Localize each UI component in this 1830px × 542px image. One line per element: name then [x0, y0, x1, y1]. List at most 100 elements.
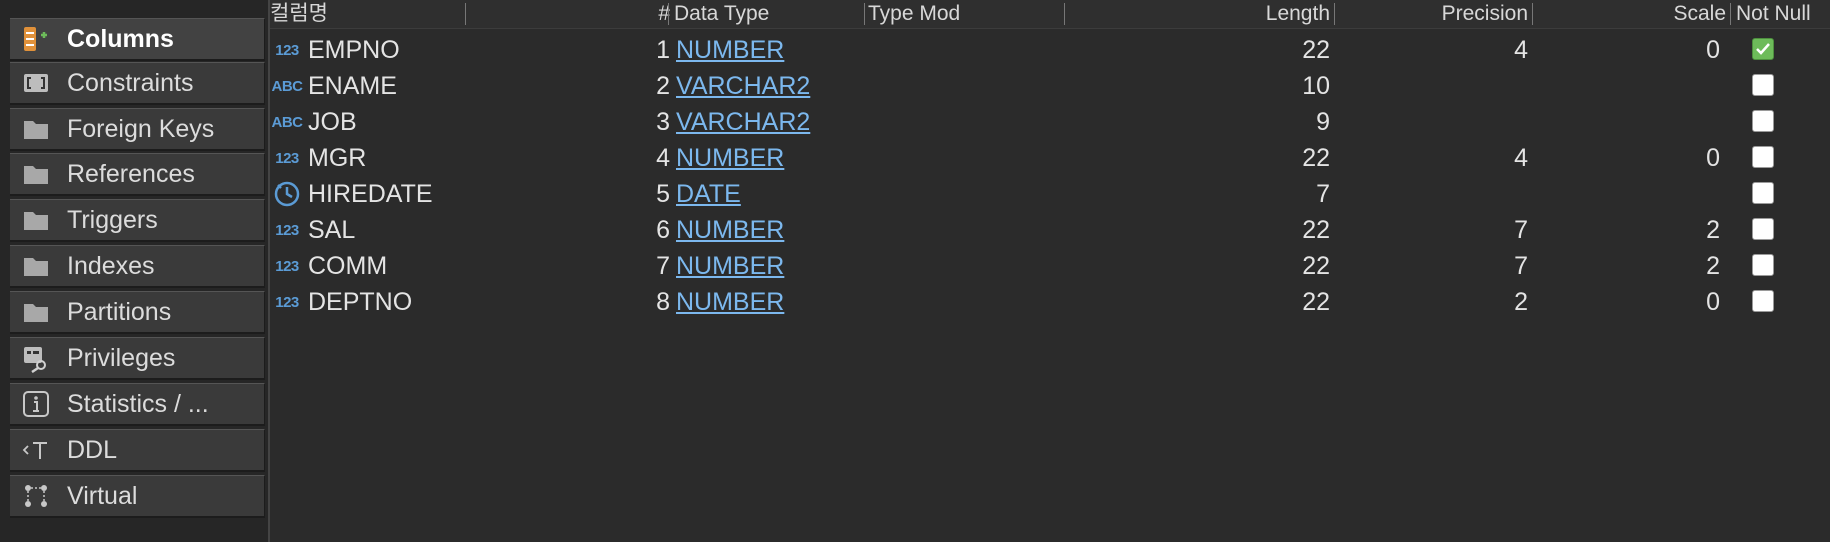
- sidebar-item-label: Statistics / ...: [67, 389, 209, 418]
- virtual-icon: [20, 480, 52, 512]
- data-type-link[interactable]: NUMBER: [676, 252, 785, 280]
- column-name-cell[interactable]: EMPNO: [308, 36, 400, 64]
- folder-icon: [20, 204, 52, 236]
- sidebar-item-indexes[interactable]: Indexes: [10, 245, 265, 288]
- scale-cell[interactable]: 2: [1706, 252, 1720, 280]
- precision-cell[interactable]: [1430, 104, 1528, 140]
- sidebar-item-ddl[interactable]: DDL: [10, 429, 265, 472]
- scale-cell[interactable]: 0: [1706, 36, 1720, 64]
- not-null-checkbox[interactable]: [1752, 182, 1774, 204]
- column-divider[interactable]: [1334, 3, 1335, 25]
- not-null-checkbox[interactable]: [1752, 218, 1774, 240]
- header-not-null[interactable]: Not Null: [1736, 2, 1811, 25]
- length-cell[interactable]: 7: [1316, 180, 1330, 208]
- data-type-link[interactable]: VARCHAR2: [676, 72, 811, 100]
- column-divider[interactable]: [1064, 3, 1065, 25]
- length-cell[interactable]: 22: [1302, 288, 1330, 316]
- column-name-cell[interactable]: MGR: [308, 144, 367, 172]
- column-divider[interactable]: [864, 3, 865, 25]
- header-type-mod[interactable]: Type Mod: [868, 2, 961, 25]
- position-cell: 3: [656, 108, 670, 136]
- column-divider[interactable]: [465, 3, 466, 25]
- header-column-name[interactable]: 컬럼명: [270, 2, 328, 25]
- grid-header: 컬럼명 # Data Type Type Mod Length Precisio…: [270, 0, 1830, 29]
- column-name-cell[interactable]: JOB: [308, 108, 357, 136]
- data-type-link[interactable]: DATE: [676, 180, 741, 208]
- column-name-cell[interactable]: HIREDATE: [308, 180, 433, 208]
- position-cell: 7: [656, 252, 670, 280]
- table-row[interactable]: ABC ENAME 2 VARCHAR2 10: [270, 68, 1830, 104]
- precision-cell[interactable]: 2: [1514, 288, 1528, 316]
- precision-cell[interactable]: 7: [1514, 252, 1528, 280]
- string-type-icon: ABC: [271, 77, 304, 95]
- length-cell[interactable]: 10: [1302, 72, 1330, 100]
- number-type-icon: 123: [275, 221, 299, 239]
- number-type-icon: 123: [275, 257, 299, 275]
- not-null-checkbox[interactable]: [1752, 146, 1774, 168]
- header-data-type[interactable]: Data Type: [674, 2, 770, 25]
- table-row[interactable]: HIREDATE 5 DATE 7: [270, 176, 1830, 212]
- header-scale[interactable]: Scale: [1673, 2, 1726, 25]
- not-null-checkbox[interactable]: [1752, 74, 1774, 96]
- sidebar-item-privileges[interactable]: Privileges: [10, 337, 265, 380]
- table-row[interactable]: 123 COMM 7 NUMBER 22 7 2: [270, 248, 1830, 284]
- column-name-cell[interactable]: DEPTNO: [308, 288, 413, 316]
- column-name-cell[interactable]: COMM: [308, 252, 388, 280]
- not-null-checkbox[interactable]: [1752, 38, 1774, 60]
- column-name-cell[interactable]: ENAME: [308, 72, 397, 100]
- length-cell[interactable]: 22: [1302, 252, 1330, 280]
- scale-cell[interactable]: 0: [1706, 288, 1720, 316]
- column-divider[interactable]: [1730, 3, 1731, 25]
- data-type-link[interactable]: VARCHAR2: [676, 108, 811, 136]
- position-cell: 2: [656, 72, 670, 100]
- length-cell[interactable]: 22: [1302, 216, 1330, 244]
- sidebar-item-columns[interactable]: Columns: [10, 18, 265, 61]
- header-length[interactable]: Length: [1265, 2, 1330, 25]
- length-cell[interactable]: 9: [1316, 108, 1330, 136]
- sidebar-item-references[interactable]: References: [10, 153, 265, 196]
- precision-cell[interactable]: 4: [1514, 144, 1528, 172]
- table-row[interactable]: 123 DEPTNO 8 NUMBER 22 2 0: [270, 284, 1830, 320]
- table-row[interactable]: 123 SAL 6 NUMBER 22 7 2: [270, 212, 1830, 248]
- column-name-cell[interactable]: SAL: [308, 216, 356, 244]
- table-row[interactable]: 123 EMPNO 1 NUMBER 22 4 0: [270, 32, 1830, 68]
- checkmark-icon: [1756, 43, 1770, 55]
- sidebar-item-label: Indexes: [67, 251, 155, 280]
- header-precision[interactable]: Precision: [1441, 2, 1528, 25]
- column-divider[interactable]: [668, 3, 669, 25]
- precision-cell[interactable]: 7: [1514, 216, 1528, 244]
- info-icon: [20, 388, 52, 420]
- scale-cell[interactable]: [1630, 104, 1720, 140]
- not-null-checkbox[interactable]: [1752, 290, 1774, 312]
- position-cell: 4: [656, 144, 670, 172]
- sidebar-item-constraints[interactable]: Constraints: [10, 62, 265, 105]
- number-type-icon: 123: [275, 41, 299, 59]
- data-type-link[interactable]: NUMBER: [676, 288, 785, 316]
- length-cell[interactable]: 22: [1302, 144, 1330, 172]
- precision-cell[interactable]: [1430, 68, 1528, 104]
- sidebar-item-statistics[interactable]: Statistics / ...: [10, 383, 265, 426]
- sidebar-item-triggers[interactable]: Triggers: [10, 199, 265, 242]
- data-type-link[interactable]: NUMBER: [676, 36, 785, 64]
- sidebar-item-foreign-keys[interactable]: Foreign Keys: [10, 108, 265, 151]
- sidebar-item-label: References: [67, 159, 195, 188]
- sidebar-item-virtual[interactable]: Virtual: [10, 475, 265, 518]
- not-null-checkbox[interactable]: [1752, 110, 1774, 132]
- header-position[interactable]: #: [658, 2, 670, 25]
- sidebar-item-label: Foreign Keys: [67, 114, 215, 143]
- scale-cell[interactable]: [1630, 68, 1720, 104]
- not-null-checkbox[interactable]: [1752, 254, 1774, 276]
- sidebar-item-partitions[interactable]: Partitions: [10, 291, 265, 334]
- length-cell[interactable]: 22: [1302, 36, 1330, 64]
- data-type-link[interactable]: NUMBER: [676, 216, 785, 244]
- scale-cell[interactable]: 0: [1706, 144, 1720, 172]
- scale-cell[interactable]: 2: [1706, 216, 1720, 244]
- precision-cell[interactable]: 4: [1514, 36, 1528, 64]
- precision-cell[interactable]: [1430, 176, 1528, 212]
- table-row[interactable]: ABC JOB 3 VARCHAR2 9: [270, 104, 1830, 140]
- column-divider[interactable]: [1532, 3, 1533, 25]
- sidebar-item-label: Partitions: [67, 297, 172, 326]
- data-type-link[interactable]: NUMBER: [676, 144, 785, 172]
- table-row[interactable]: 123 MGR 4 NUMBER 22 4 0: [270, 140, 1830, 176]
- scale-cell[interactable]: [1630, 176, 1720, 212]
